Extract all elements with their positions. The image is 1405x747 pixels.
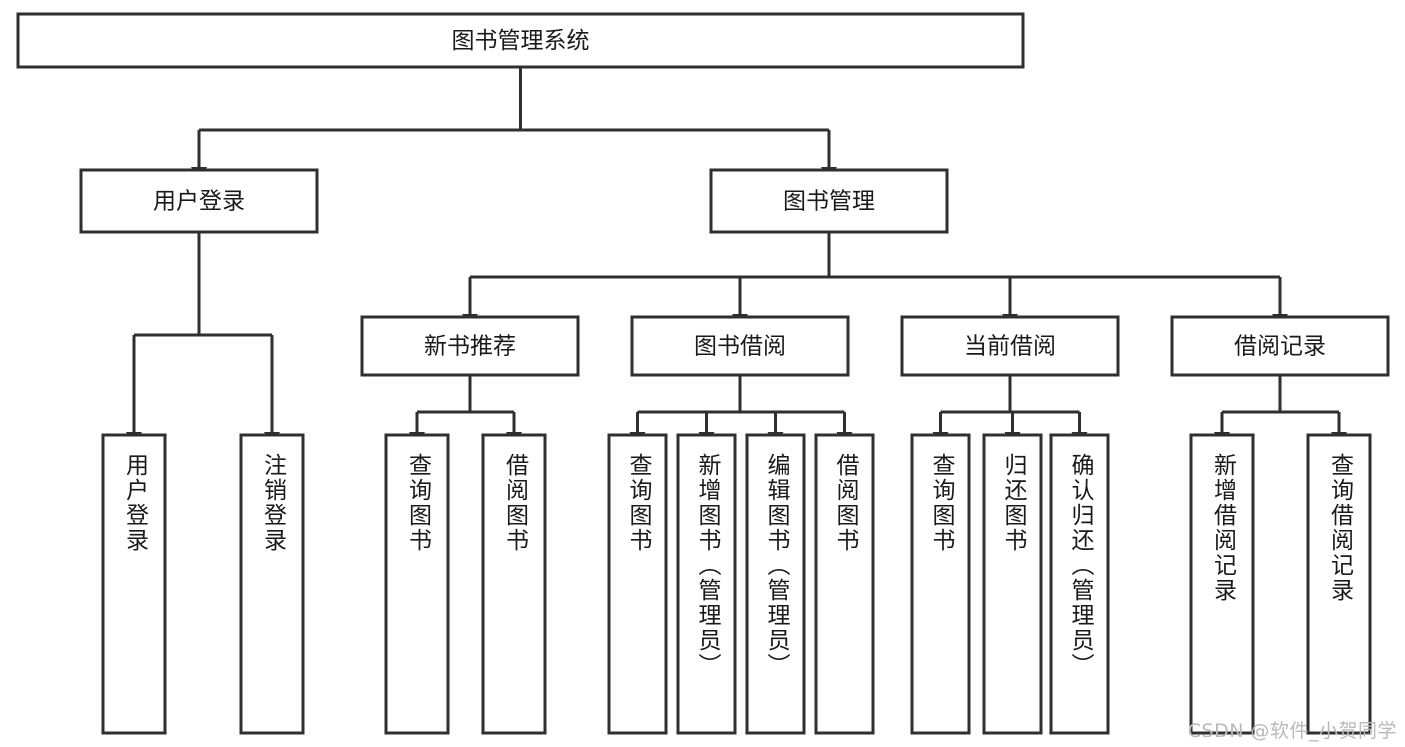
leaf-leaf-borrow-book-1[interactable]: [481, 433, 547, 735]
leaf-leaf-return-book[interactable]: [982, 433, 1043, 735]
node-root-label: 图书管理系统: [452, 28, 590, 54]
node-borrow-record[interactable]: [1170, 315, 1390, 377]
node-book-manage[interactable]: [709, 168, 949, 234]
node-user-login[interactable]: [79, 168, 319, 234]
leaf-leaf-user-login[interactable]: [101, 433, 167, 735]
connector-layer: [126, 67, 1347, 445]
node-book-borrow[interactable]: [630, 315, 850, 377]
leaf-leaf-logout[interactable]: [239, 433, 305, 735]
node-new-book-recommend[interactable]: [360, 315, 580, 377]
node-user-login-label: 用户登录: [153, 189, 245, 215]
node-new-book-recommend-label: 新书推荐: [424, 334, 516, 360]
node-book-borrow-label: 图书借阅: [694, 334, 786, 360]
leaf-leaf-query-book-3[interactable]: [910, 433, 971, 735]
node-current-borrow[interactable]: [900, 315, 1120, 377]
node-current-borrow-label: 当前借阅: [964, 334, 1056, 360]
node-borrow-record-label: 借阅记录: [1234, 334, 1326, 360]
leaf-leaf-add-book[interactable]: [676, 433, 737, 735]
leaf-leaf-query-record[interactable]: [1306, 433, 1372, 735]
leaf-leaf-query-book-1[interactable]: [384, 433, 450, 735]
box-layer: [16, 12, 1390, 735]
leaf-leaf-confirm-return[interactable]: [1049, 433, 1110, 735]
leaf-leaf-edit-book[interactable]: [745, 433, 806, 735]
leaf-leaf-borrow-book-2[interactable]: [814, 433, 875, 735]
leaf-leaf-add-record[interactable]: [1189, 433, 1255, 735]
watermark-text: CSDN @软件_小贺同学: [1187, 720, 1397, 742]
node-root[interactable]: [16, 12, 1025, 69]
node-book-manage-label: 图书管理: [783, 189, 875, 215]
leaf-leaf-query-book-2[interactable]: [607, 433, 668, 735]
